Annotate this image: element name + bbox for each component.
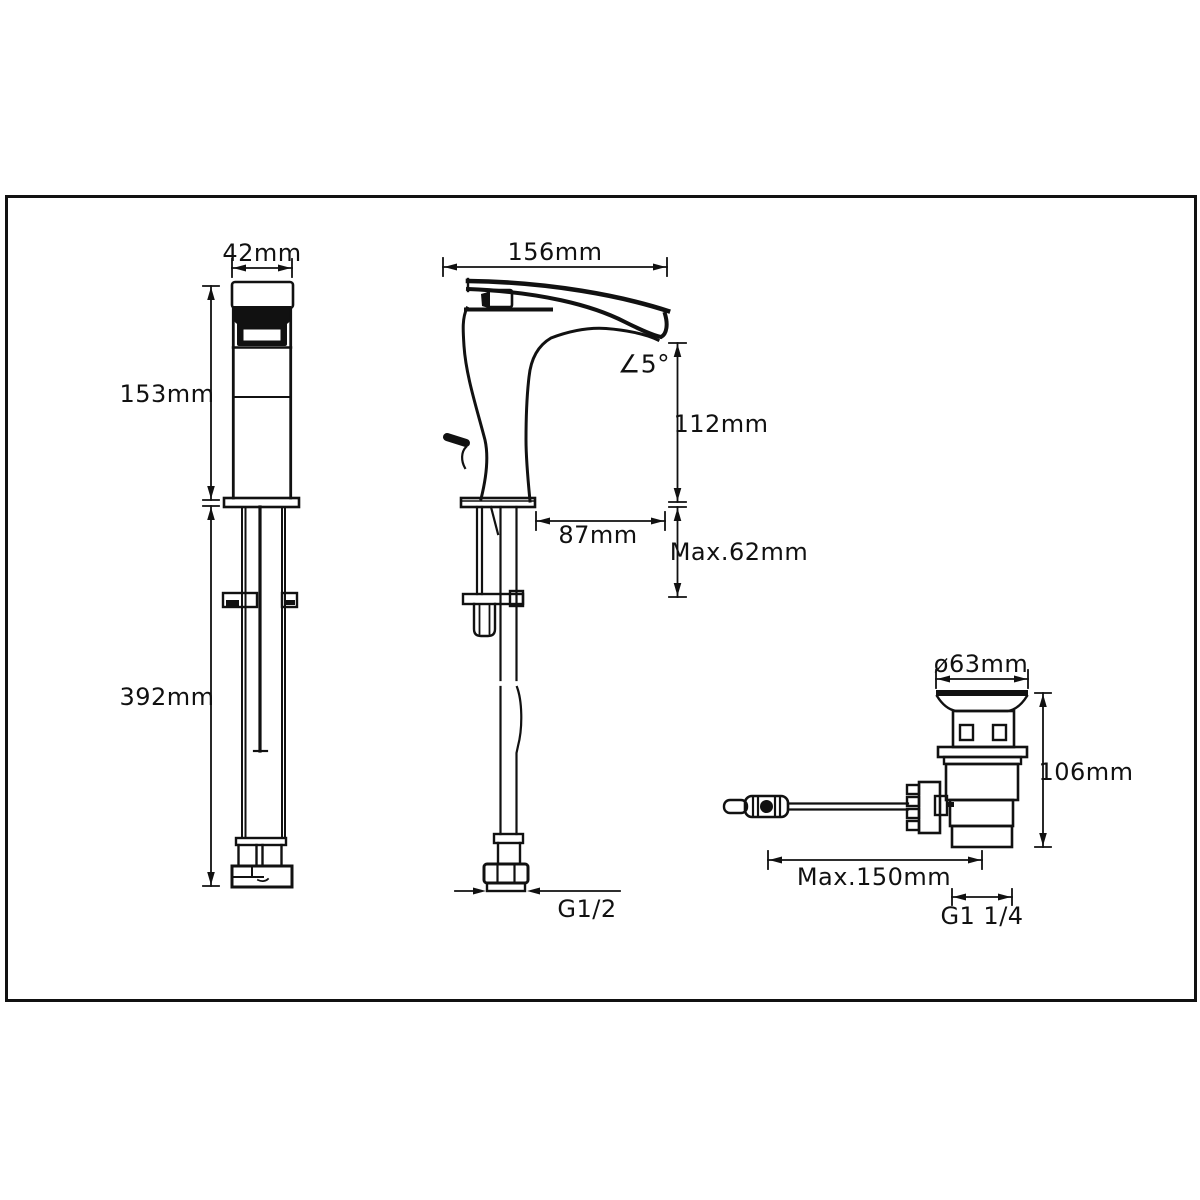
drain-tailpiece	[950, 824, 1014, 849]
side-base-flange	[459, 496, 537, 509]
side-max-thickness-label: Max.62mm	[669, 538, 809, 566]
drain-height-label: 106mm	[1038, 758, 1134, 786]
dim-side-spout-reach	[535, 511, 666, 531]
front-handle-block	[230, 280, 295, 310]
drain-diameter-label: ø63mm	[933, 650, 1029, 678]
drain-overflow-hole	[958, 723, 975, 742]
front-mounting-bracket	[221, 591, 299, 609]
drain-mid-body	[944, 762, 1020, 802]
dim-drain-rod-length	[767, 850, 983, 870]
side-inlet-nut	[482, 862, 530, 885]
side-handle-stem	[481, 291, 490, 309]
dim-side-reach	[442, 257, 668, 277]
drain-overflow-hole	[991, 723, 1008, 742]
dim-front-width	[231, 258, 293, 278]
drain-knurled-nut	[905, 780, 942, 835]
front-width-label: 42mm	[222, 239, 302, 267]
dim-side-spout-height	[668, 342, 687, 503]
side-inlet-thread-label: G1/2	[557, 895, 617, 923]
drain-outlet-thread-label: G1 1/4	[940, 902, 1024, 930]
side-hoses	[475, 505, 523, 836]
dim-drain-height	[1034, 692, 1052, 848]
drain-assembly-drawing	[722, 669, 1052, 906]
front-body-height-label: 153mm	[119, 380, 215, 408]
drain-top-cap	[936, 690, 1028, 696]
side-popup-lever	[443, 433, 470, 447]
side-view-drawing	[442, 257, 687, 895]
drain-flare	[935, 694, 1029, 713]
drain-rod-length-label: Max.150mm	[796, 863, 952, 891]
dim-drain-diameter	[935, 669, 1029, 689]
drain-popup-rod	[722, 794, 910, 819]
side-angle-label: ∠5°	[617, 349, 671, 379]
side-body-outline	[461, 305, 661, 503]
front-view-drawing	[202, 258, 301, 889]
dim-side-max-thickness	[668, 506, 687, 598]
front-hose-ends	[237, 843, 283, 868]
dim-front-hose-length	[202, 505, 220, 887]
front-hoses	[241, 506, 286, 839]
side-spout-height-label: 112mm	[673, 410, 769, 438]
front-spout-band	[233, 306, 291, 325]
side-reach-label: 156mm	[507, 238, 603, 266]
dim-front-body-height	[202, 285, 220, 501]
dim-drain-thread	[951, 888, 1013, 906]
side-mounting-bracket	[461, 589, 525, 638]
side-spout-blade	[465, 277, 671, 340]
dim-side-thread	[454, 887, 621, 895]
front-hose-length-label: 392mm	[119, 683, 215, 711]
border-frame	[5, 195, 1197, 1002]
side-spout-reach-label: 87mm	[558, 521, 638, 549]
